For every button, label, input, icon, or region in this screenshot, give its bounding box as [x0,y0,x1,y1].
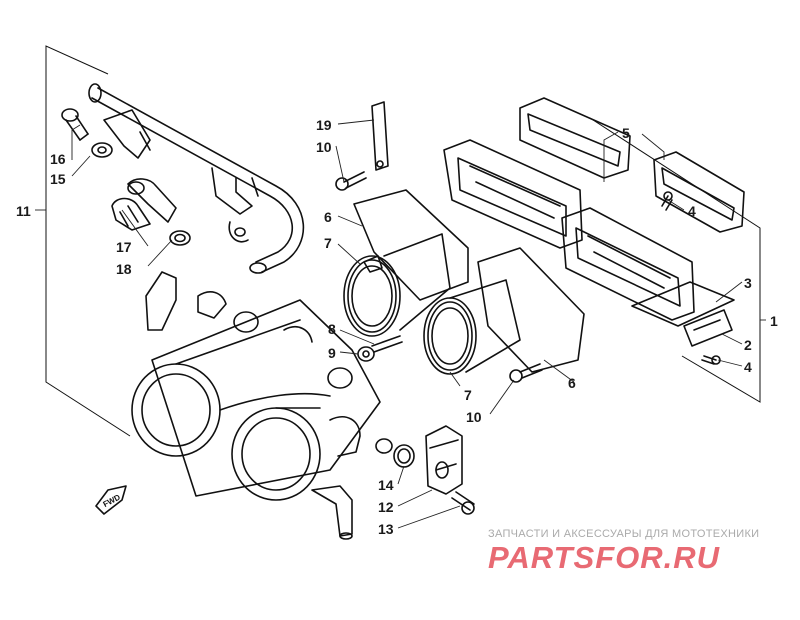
gasket-5-lower [653,151,745,233]
throttle-position-sensor-12 [425,425,463,495]
callout-16: 16 [50,151,66,167]
callout-10-upper: 10 [316,139,332,155]
callout-6-lower: 6 [568,375,576,391]
nut-9 [357,346,375,362]
screw-4-lower [701,355,721,365]
clamp-7-lower [427,301,473,371]
forward-direction-arrow: FWD [95,485,127,515]
callout-19: 19 [316,117,332,133]
callout-4-lower: 4 [744,359,752,375]
bolt-10-upper [335,171,367,191]
bracket-19 [371,101,389,171]
callout-7-upper: 7 [324,235,332,251]
bolt-8 [371,335,403,353]
watermark-logo: PARTSFOR.RU [488,540,721,575]
callout-9: 9 [328,345,336,361]
callout-18: 18 [116,261,132,277]
callout-1: 1 [770,313,778,329]
callout-14: 14 [378,477,394,493]
leader-lines [71,119,743,529]
assembly-bracket-11 [35,45,131,437]
washer-15 [91,142,113,158]
callout-5: 5 [622,125,630,141]
callout-6-upper: 6 [324,209,332,225]
fuel-rail [88,83,305,274]
callout-10-lower: 10 [466,409,482,425]
reed-valve-upper [443,139,583,249]
bolt-16 [61,108,89,141]
fuel-injector-17 [111,178,177,231]
screw-13 [451,491,475,515]
assembly-bracket-1 [589,117,766,403]
callout-labels: 11 16 15 17 18 19 10 6 7 8 9 7 10 6 14 1… [16,117,778,537]
callout-12: 12 [378,499,394,515]
callout-7-lower: 7 [464,387,472,403]
callout-3: 3 [744,275,752,291]
stopper-2 [683,309,733,347]
callout-13: 13 [378,521,394,537]
o-ring-18 [169,230,191,246]
callout-15: 15 [50,171,66,187]
intake-boot-6-upper [343,189,469,337]
seal-14 [393,444,415,468]
watermark-tagline: ЗАПЧАСТИ И АКСЕССУАРЫ ДЛЯ МОТОТЕХНИКИ [488,528,760,540]
throttle-body [131,271,393,540]
reed-plate-3 [631,281,735,327]
clamp-7-upper [347,255,397,333]
gasket-5-upper [519,97,631,179]
bolt-10-lower [509,363,543,383]
callout-11: 11 [16,203,31,219]
callout-4-upper: 4 [688,203,696,219]
callout-2: 2 [744,337,752,353]
reed-valve-lower [561,207,695,321]
intake-boot-6-lower [423,247,585,375]
callout-17: 17 [116,239,132,255]
callout-8: 8 [328,321,336,337]
